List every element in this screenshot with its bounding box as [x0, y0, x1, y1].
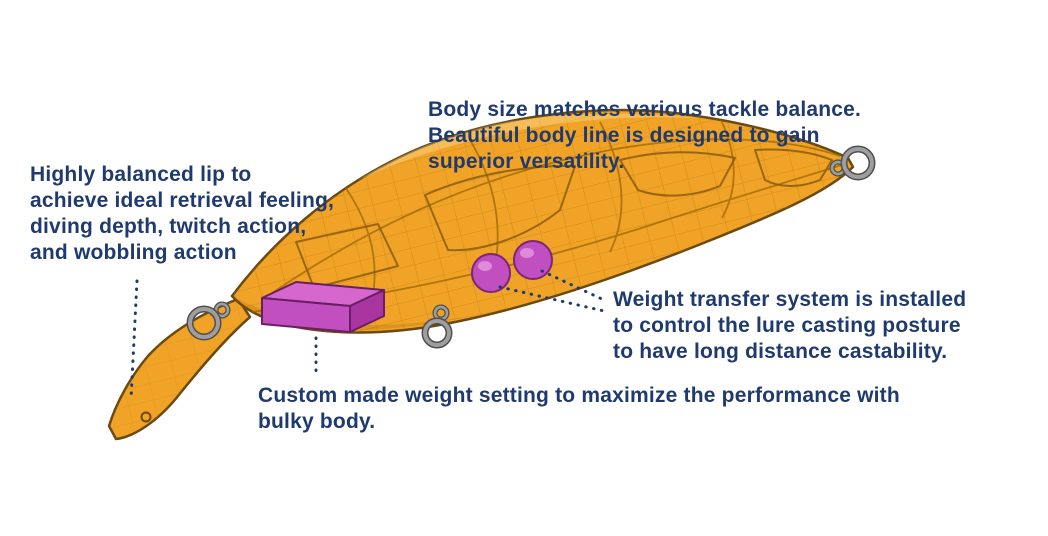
weight-block	[261, 281, 385, 333]
lure-lip	[107, 297, 252, 441]
leader-line-ball-rear	[540, 269, 606, 302]
internal-frame	[295, 148, 833, 289]
leader-line-ball-front	[498, 285, 606, 313]
weight-ball-front	[471, 253, 511, 293]
annotation-body-note: Body size matches various tackle balance…	[428, 98, 862, 174]
front-split-ring	[186, 301, 231, 341]
belly-split-ring	[421, 304, 453, 349]
weight-ball-rear	[513, 240, 553, 280]
lip-screw-hole	[140, 411, 152, 423]
tail-split-ring	[829, 145, 876, 181]
annotation-weight-transfer-note: Weight transfer system is installed to c…	[613, 288, 967, 364]
annotation-lip-note: Highly balanced lip to achieve ideal ret…	[30, 163, 335, 265]
annotation-custom-weight-note: Custom made weight setting to maximize t…	[258, 384, 900, 434]
